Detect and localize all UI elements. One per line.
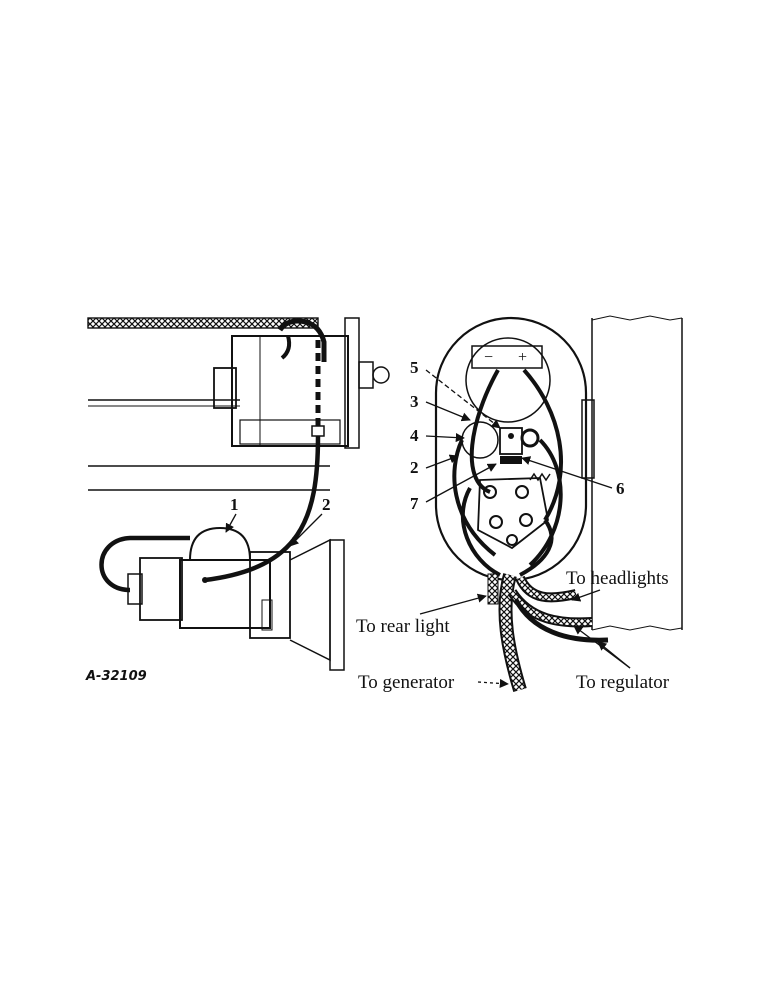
callout-7: 7 xyxy=(410,494,419,513)
callout-2-left: 2 xyxy=(322,495,331,514)
label-to-rear-light: To rear light xyxy=(356,616,450,637)
starter-motor xyxy=(127,526,331,662)
label-to-generator: To generator xyxy=(358,672,455,693)
braided-cable xyxy=(87,317,319,329)
minus-terminal: − xyxy=(484,349,493,366)
callout-2-right: 2 xyxy=(410,458,419,477)
figure-id: A-32109 xyxy=(85,669,147,684)
callout-3: 3 xyxy=(410,392,419,411)
callout-4: 4 xyxy=(410,426,419,445)
generator-starter-assembly xyxy=(87,317,390,671)
label-to-regulator: To regulator xyxy=(576,672,670,693)
callout-6: 6 xyxy=(616,479,625,498)
callout-5: 5 xyxy=(410,358,419,377)
generator xyxy=(213,318,390,447)
plus-terminal: + xyxy=(518,349,527,366)
callout-1: 1 xyxy=(230,495,239,514)
terminal-block xyxy=(477,472,551,550)
label-to-headlights: To headlights xyxy=(566,568,669,589)
junction-box-assembly: − + xyxy=(434,315,683,693)
